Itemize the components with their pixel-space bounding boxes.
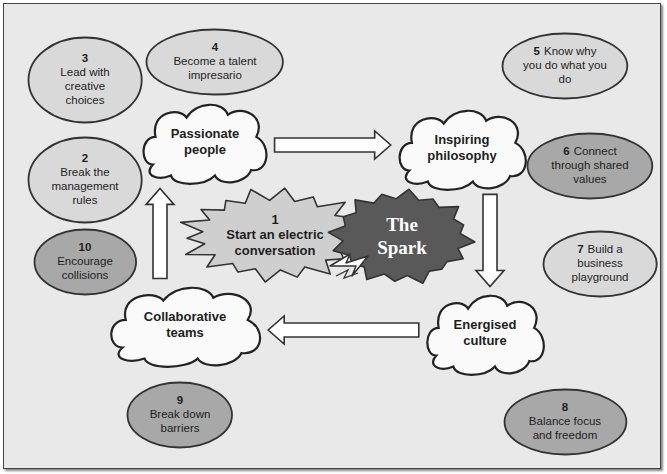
text-block: 7Build a business playground (562, 243, 638, 284)
text-block: Collaborative teams (139, 309, 231, 340)
node-label: Connect through shared values (551, 145, 628, 185)
text-block: 6Connect through shared values (548, 145, 632, 186)
callout-number: 8 (524, 401, 606, 415)
oval-outline (28, 137, 141, 222)
node-label: Break the management rules (47, 166, 123, 207)
text-block: 5Know why you do what you do (523, 45, 607, 86)
idea-oval: 2Break the management rules (27, 136, 143, 224)
idea-oval: 8Balance focus and freedom (503, 388, 628, 456)
node-label: Lead with creative choices (47, 66, 123, 107)
lightning-bolt (330, 254, 368, 276)
idea-oval: 4Become a talent impresario (145, 28, 284, 96)
theme-cloud: Inspiring philosophy (396, 107, 529, 190)
oval-outline (128, 382, 233, 447)
callout-number: 2 (47, 152, 123, 166)
theme-cloud: Passionate people (140, 101, 269, 184)
callout-number: 1 (225, 212, 325, 228)
oval-outline (504, 389, 626, 454)
idea-oval: 9Break down barriers (126, 381, 234, 449)
text-block: 10Encourage collisions (51, 241, 119, 282)
node-label: The Spark (360, 214, 444, 260)
cloud-outline (144, 104, 267, 183)
oval-outline (34, 229, 136, 294)
oval-outline (503, 33, 628, 98)
cloud-outline (427, 295, 543, 374)
idea-oval: 10Encourage collisions (33, 228, 138, 296)
idea-oval: 7Build a business playground (542, 230, 658, 298)
cloud-outline (399, 110, 525, 189)
callout-number: 7 (577, 243, 583, 255)
callout-number: 3 (47, 52, 123, 66)
oval-outline (528, 133, 653, 198)
text-block: 8Balance focus and freedom (524, 401, 606, 442)
oval-outline (543, 231, 656, 296)
node-label: Inspiring philosophy (423, 132, 501, 163)
text-block: Inspiring philosophy (423, 132, 501, 163)
idea-oval: 6Connect through shared values (526, 132, 654, 200)
oval-outline (28, 37, 141, 122)
idea-oval: 5Know why you do what you do (501, 32, 629, 100)
text-block: 2Break the management rules (47, 152, 123, 207)
callout-number: 5 (534, 45, 540, 57)
lightning-bolt (336, 270, 358, 278)
block-arrow (146, 188, 174, 278)
theme-cloud: Energised culture (424, 292, 546, 375)
node-label: Passionate people (167, 126, 243, 157)
text-block: 1Start an electric conversation (225, 212, 325, 259)
theme-cloud: Collaborative teams (107, 284, 263, 367)
text-block: 9Break down barriers (145, 394, 215, 435)
text-block: The Spark (360, 214, 444, 260)
block-arrow (268, 316, 419, 344)
text-block: Passionate people (167, 126, 243, 157)
callout-number: 10 (51, 241, 119, 255)
block-arrow (275, 131, 391, 159)
text-block: 4Become a talent impresario (169, 41, 261, 82)
idea-oval: 3Lead with creative choices (27, 36, 143, 124)
block-arrow (476, 194, 504, 286)
node-label: Balance focus and freedom (524, 415, 606, 443)
node-label: Collaborative teams (139, 309, 231, 340)
node-label: Break down barriers (145, 408, 215, 436)
spark-starburst: The Spark (326, 187, 477, 287)
text-block: 3Lead with creative choices (47, 52, 123, 107)
text-block: Energised culture (449, 317, 521, 348)
starburst-outline (329, 189, 475, 283)
node-label: Become a talent impresario (169, 55, 261, 83)
node-label: Energised culture (449, 317, 521, 348)
node-label: Encourage collisions (51, 255, 119, 283)
callout-number: 9 (145, 394, 215, 408)
oval-outline (147, 29, 283, 94)
node-label: Start an electric conversation (225, 227, 325, 258)
cloud-outline (111, 287, 260, 366)
callout-number: 6 (563, 145, 569, 157)
callout-number: 4 (169, 41, 261, 55)
